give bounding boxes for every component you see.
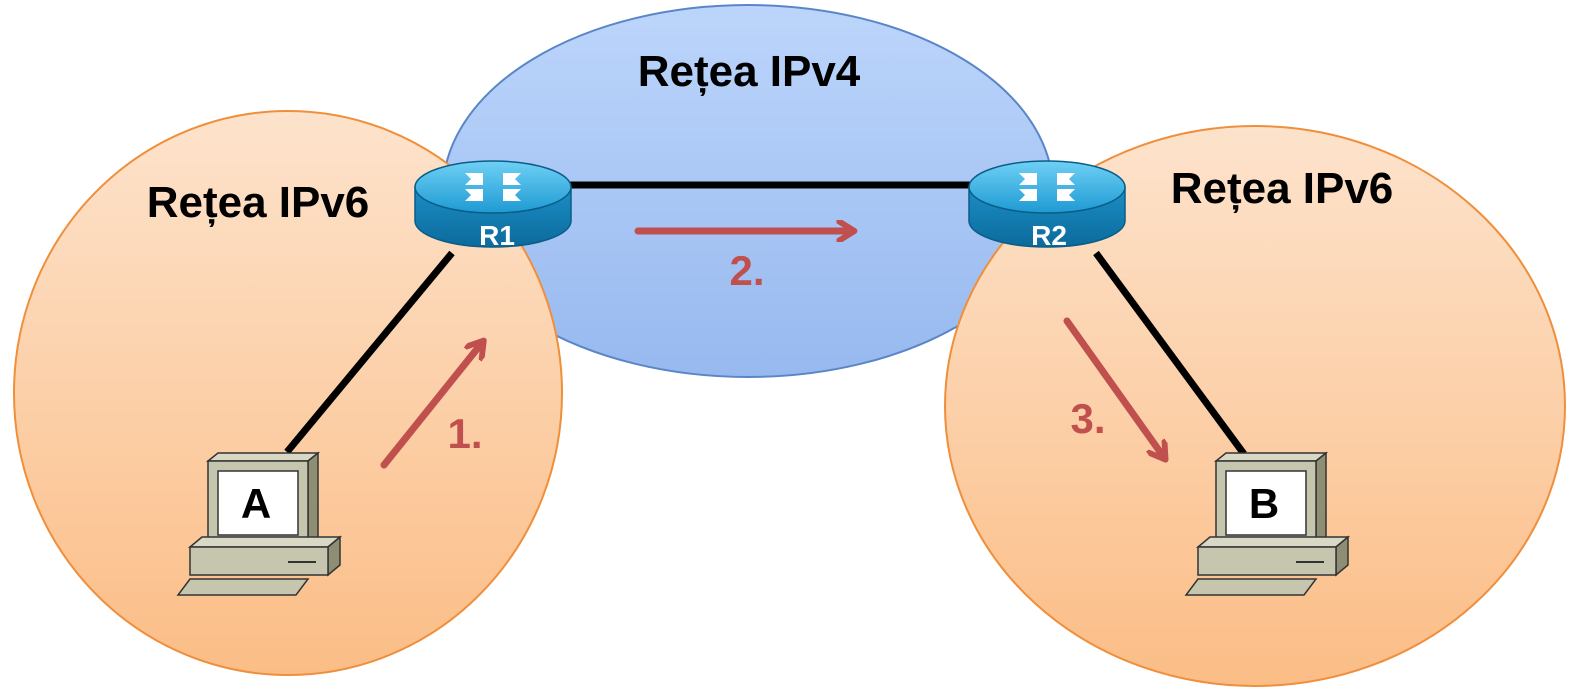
ipv6-left-network-label: Rețea IPv6 xyxy=(147,178,370,227)
link-a-r1 xyxy=(284,250,455,455)
host-b-label: B xyxy=(1249,480,1279,527)
step-1-arrow xyxy=(380,344,481,469)
router-r2-label: R2 xyxy=(1031,220,1067,251)
router-r2: R2 xyxy=(968,160,1126,251)
step-2-label: 2. xyxy=(729,247,764,294)
host-a: A xyxy=(177,452,341,596)
host-a-label: A xyxy=(241,480,271,527)
router-r1: R1 xyxy=(414,160,572,251)
router-r1-label: R1 xyxy=(479,220,515,251)
step-3-label: 3. xyxy=(1070,395,1105,442)
host-b: B xyxy=(1185,452,1349,596)
ipv6-right-network-label: Rețea IPv6 xyxy=(1171,164,1394,213)
link-r2-b xyxy=(1093,250,1247,457)
step-1-label: 1. xyxy=(447,410,482,457)
ipv4-network-label: Rețea IPv4 xyxy=(638,47,861,96)
step-3-arrow xyxy=(1063,317,1163,456)
ipv6-left-network-area xyxy=(13,110,563,676)
ipv6-right-network-area xyxy=(944,125,1566,687)
